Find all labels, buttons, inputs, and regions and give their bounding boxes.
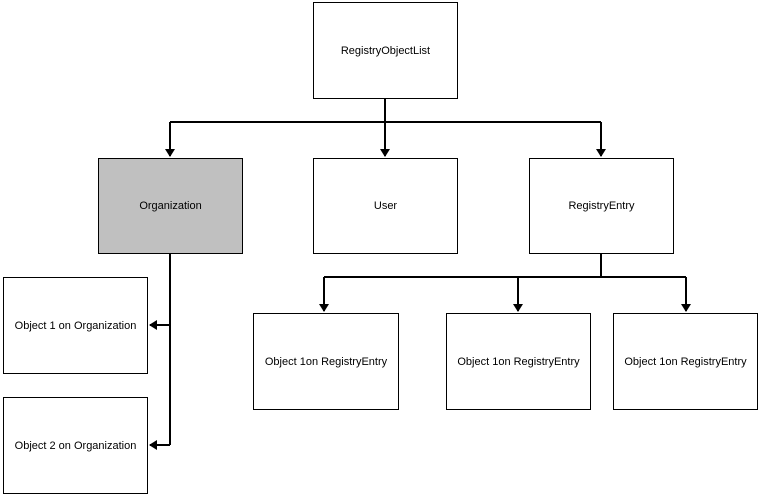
node-org-object-1: Object 1 on Organization <box>3 277 148 374</box>
node-registry-entry: RegistryEntry <box>529 158 674 254</box>
node-user: User <box>313 158 458 254</box>
node-label: RegistryEntry <box>568 200 635 212</box>
node-re-object-3: Object 1on RegistryEntry <box>613 313 758 410</box>
node-label: RegistryObjectList <box>340 44 431 57</box>
node-label: Organization <box>139 200 202 212</box>
node-re-object-1: Object 1on RegistryEntry <box>253 313 399 410</box>
node-organization: Organization <box>98 158 243 254</box>
node-label: Object 1 on Organization <box>14 319 137 332</box>
node-org-object-2: Object 2 on Organization <box>3 397 148 494</box>
node-re-object-2: Object 1on RegistryEntry <box>446 313 591 410</box>
node-label: User <box>373 200 398 212</box>
node-label: Object 1on RegistryEntry <box>457 355 580 368</box>
node-label: Object 1on RegistryEntry <box>264 355 388 368</box>
node-registry-object-list: RegistryObjectList <box>313 2 458 99</box>
node-label: Object 2 on Organization <box>14 439 137 452</box>
node-label: Object 1on RegistryEntry <box>624 355 747 368</box>
